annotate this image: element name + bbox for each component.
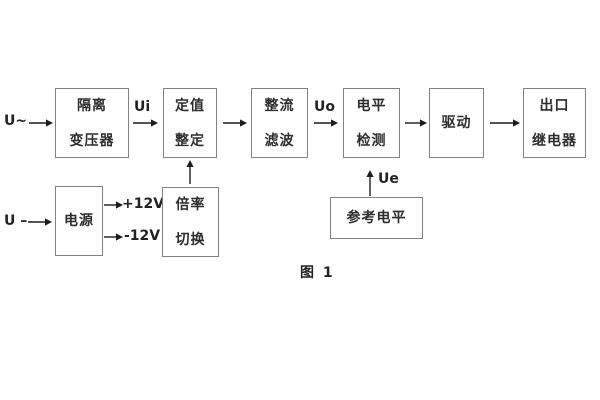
arrow-dc-input-icon <box>28 218 52 226</box>
box-line: 出口 <box>539 97 570 114</box>
box-ratio-switch: 倍率 切换 <box>162 187 219 257</box>
box-line: 电源 <box>64 213 94 229</box>
box-line: 倍率 <box>175 196 206 213</box>
signal-ue-label: Ue <box>378 171 399 187</box>
box-level-detect: 电平 检测 <box>343 88 400 158</box>
box-line: 隔离 <box>77 97 107 114</box>
box-line: 继电器 <box>532 132 577 149</box>
signal-ui-label: Ui <box>134 99 151 115</box>
box-drive: 驱动 <box>429 88 484 158</box>
box-line: 电平 <box>356 97 387 114</box>
ac-input-label: U~ <box>4 113 28 129</box>
dc-input-label: U – <box>4 213 28 229</box>
box-line: 变压器 <box>69 132 115 149</box>
box-line: 驱动 <box>441 115 472 131</box>
box-setting-adjust: 定值 整定 <box>163 88 217 158</box>
arrow-drive-to-relay-icon <box>490 119 520 127</box>
box-line: 滤波 <box>264 132 295 149</box>
box-isolation-transformer: 隔离 变压器 <box>55 88 129 158</box>
arrow-plus12v-icon <box>104 201 123 209</box>
box-line: 切换 <box>175 231 206 248</box>
box-output-relay: 出口 继电器 <box>523 88 586 158</box>
box-reference-level: 参考电平 <box>330 197 423 239</box>
box-line: 检测 <box>356 132 387 149</box>
box-line: 整定 <box>175 132 205 149</box>
arrow-setting-to-rectify-icon <box>223 119 247 127</box>
arrow-ratio-up-icon <box>186 160 194 184</box>
figure-caption: 图 1 <box>300 265 335 281</box>
arrow-uo-icon <box>314 119 338 127</box>
arrow-ui-icon <box>133 119 158 127</box>
box-rectify-filter: 整流 滤波 <box>251 88 308 158</box>
arrow-ue-up-icon <box>366 170 374 196</box>
arrow-ac-input-icon <box>29 119 53 127</box>
arrow-level-to-drive-icon <box>405 119 427 127</box>
box-line: 定值 <box>175 97 205 114</box>
rail-minus12v-label: -12V <box>124 228 161 244</box>
rail-plus12v-label: +12V <box>122 196 165 212</box>
box-line: 参考电平 <box>346 210 407 226</box>
box-line: 整流 <box>264 97 295 114</box>
arrow-minus12v-icon <box>104 233 123 241</box>
signal-uo-label: Uo <box>314 99 335 115</box>
box-power-supply: 电源 <box>55 186 103 256</box>
